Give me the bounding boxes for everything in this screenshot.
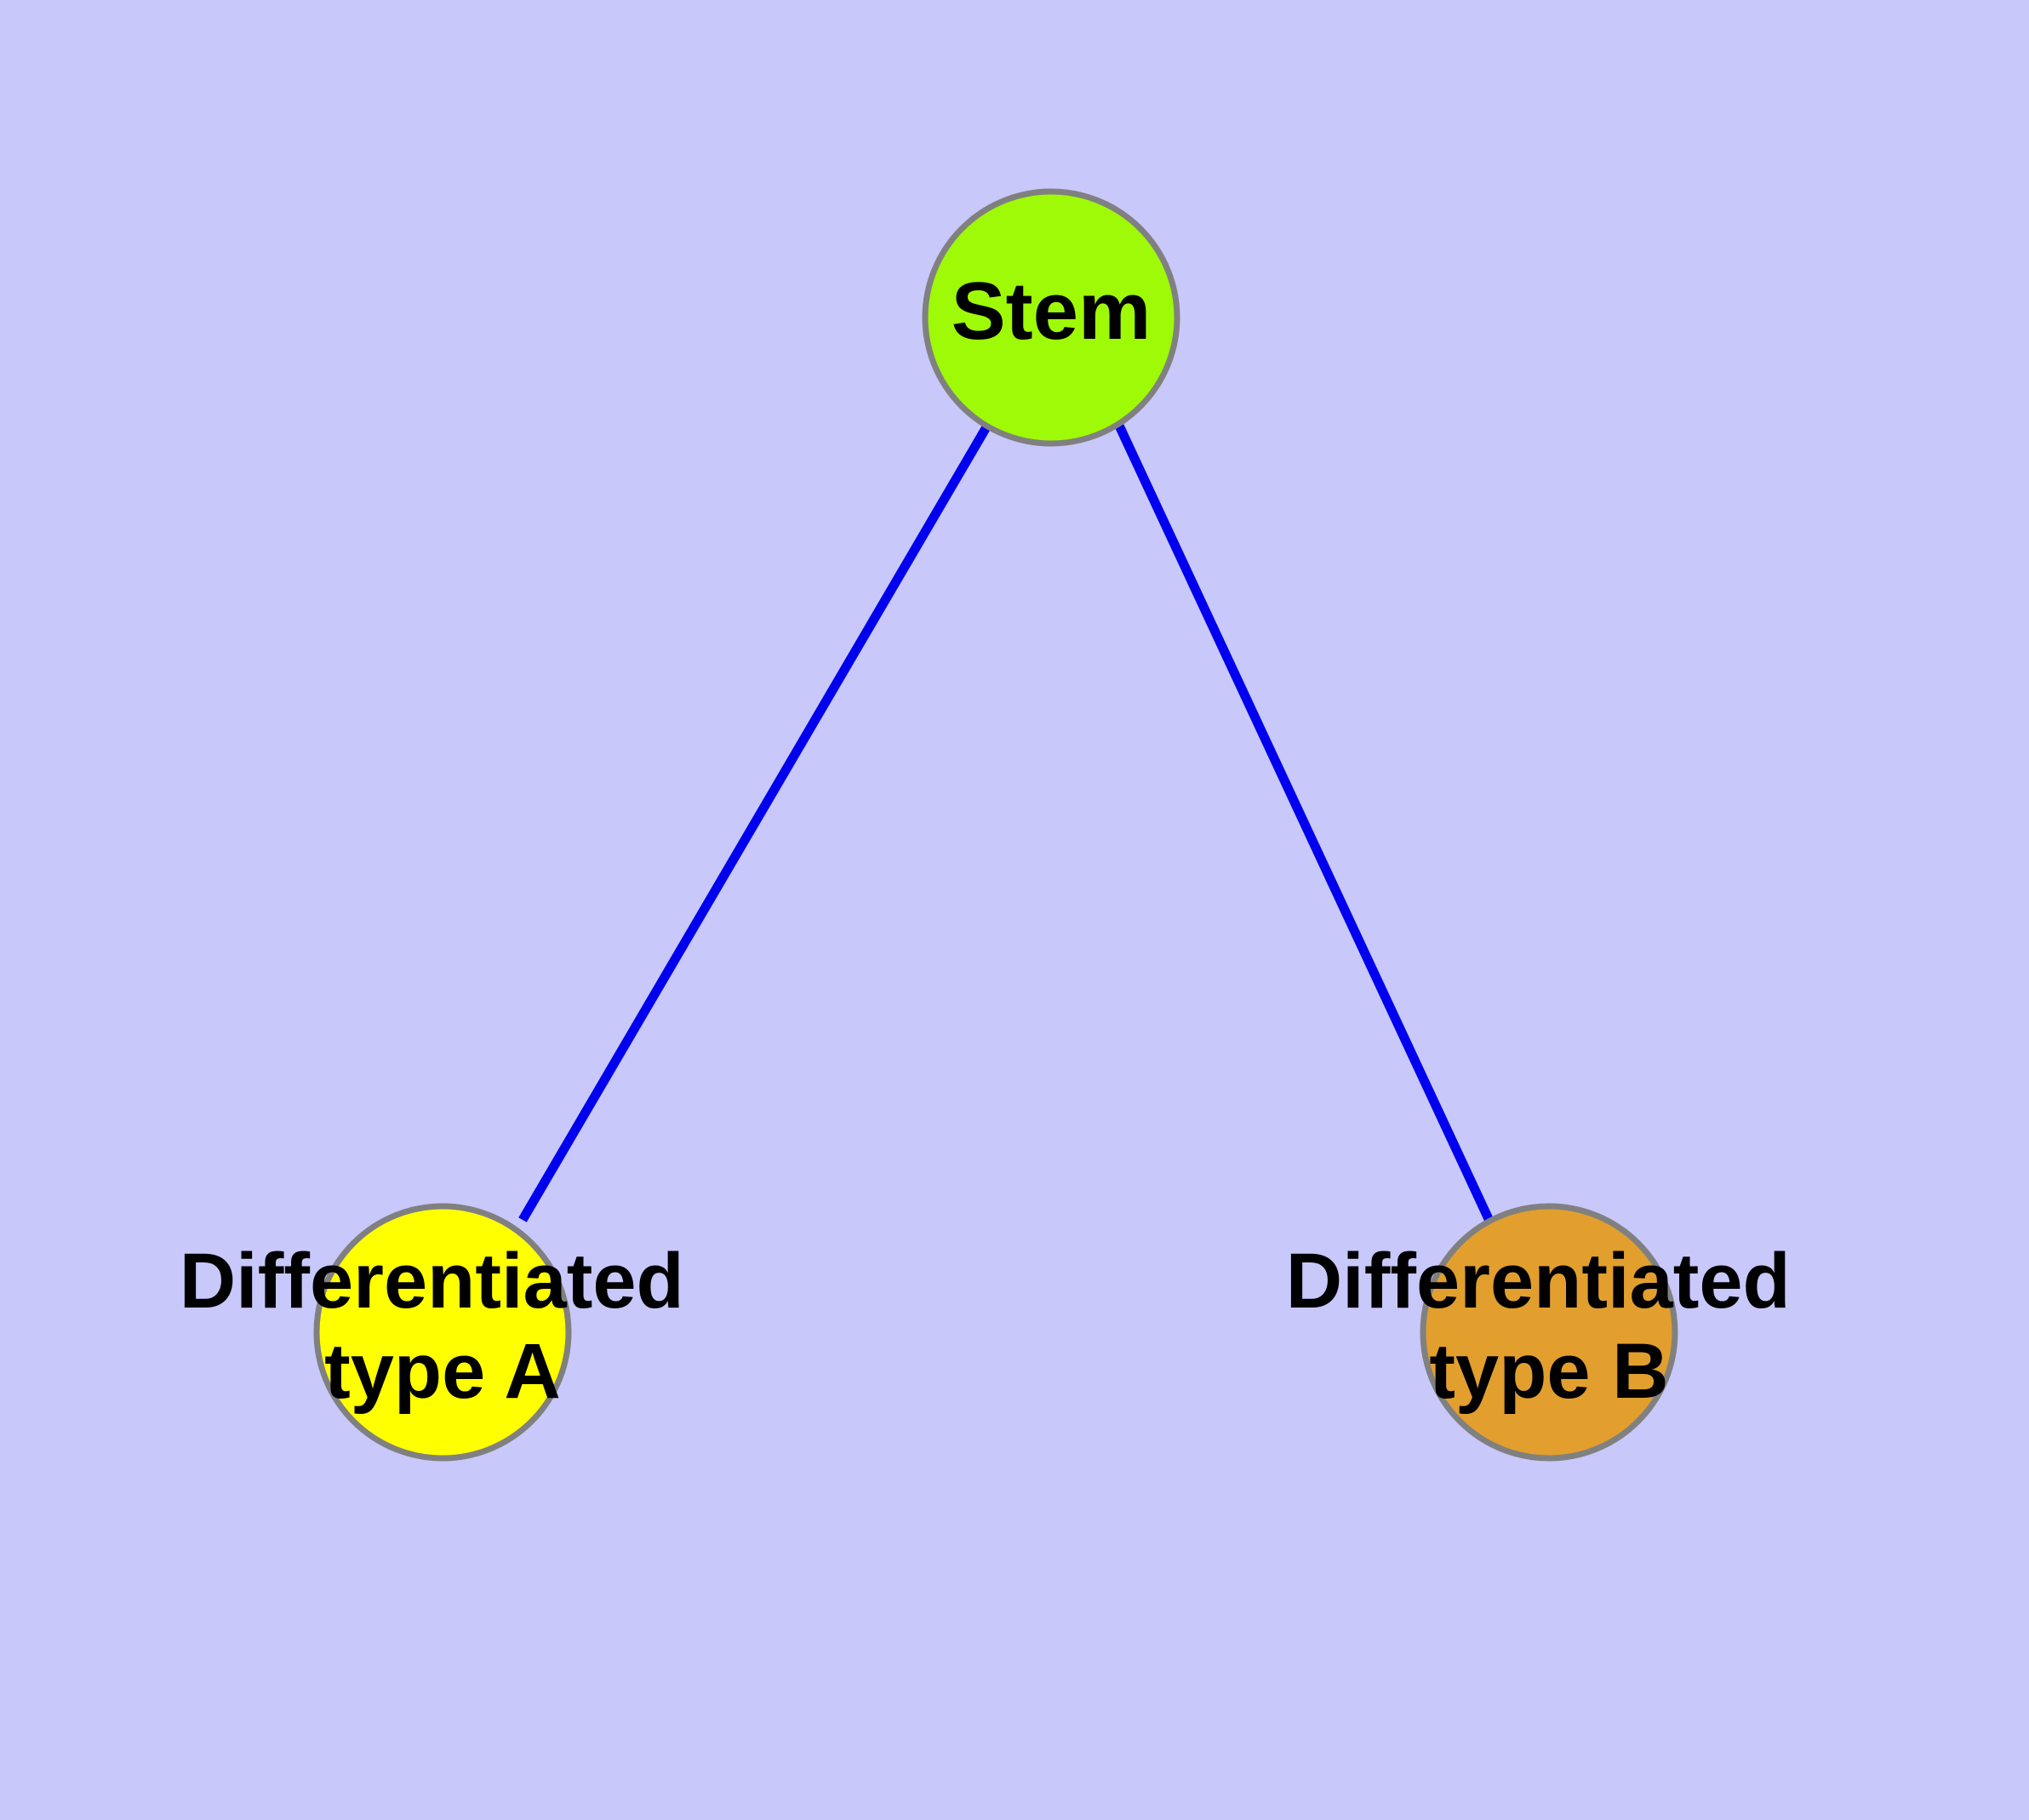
differentiated-type-b-node-label: Differentiated type B (1286, 1238, 1813, 1415)
node-stem[interactable]: Stem (922, 188, 1180, 447)
node-differentiated-type-b[interactable]: Differentiated type B (1286, 1203, 1813, 1462)
edge-group (518, 423, 1494, 1223)
differentiated-type-a-node-circle[interactable] (313, 1203, 572, 1462)
stem-node-label: Stem (952, 266, 1152, 357)
differentiated-type-a-node-label: Differentiated type A (180, 1238, 706, 1415)
edge-stem-to-differentiated-type-b[interactable] (1115, 423, 1494, 1223)
node-group: Stem Differentiated type A Differentiate… (180, 188, 1813, 1462)
stem-node-circle[interactable] (922, 188, 1180, 447)
edge-stem-to-differentiated-type-a[interactable] (518, 423, 992, 1222)
node-differentiated-type-a[interactable]: Differentiated type A (180, 1203, 706, 1462)
differentiated-type-b-node-circle[interactable] (1420, 1203, 1678, 1462)
